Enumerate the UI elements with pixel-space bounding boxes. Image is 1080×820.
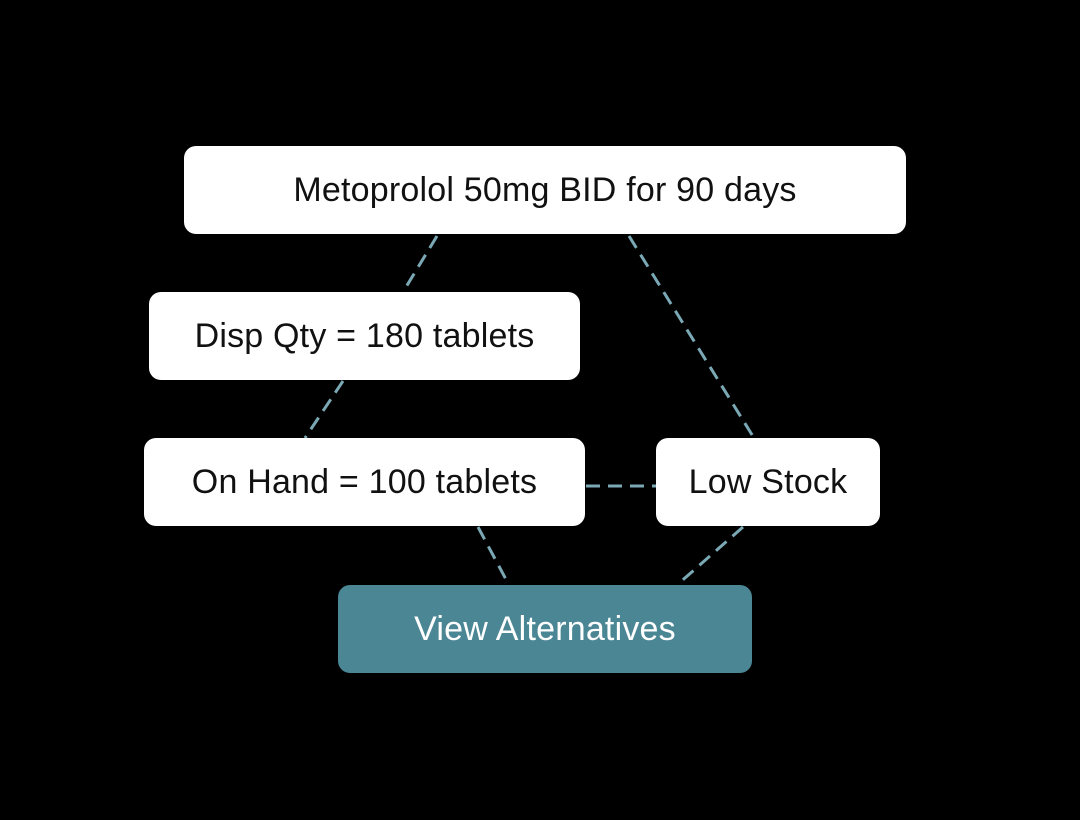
dispense-qty-node: Disp Qty = 180 tablets: [149, 292, 580, 380]
edge-dispense-qty-to-on-hand: [303, 380, 345, 439]
dispense-qty-label: Disp Qty = 180 tablets: [194, 316, 535, 355]
prescription-node: Metoprolol 50mg BID for 90 days: [184, 146, 906, 234]
prescription-label: Metoprolol 50mg BID for 90 days: [293, 170, 797, 209]
on-hand-node: On Hand = 100 tablets: [144, 438, 585, 526]
edge-on-hand-to-view-alternatives: [476, 526, 511, 586]
on-hand-label: On Hand = 100 tablets: [191, 462, 538, 501]
low-stock-node: Low Stock: [656, 438, 880, 526]
view-alternatives-button[interactable]: View Alternatives: [338, 585, 752, 673]
view-alternatives-label: View Alternatives: [414, 609, 676, 648]
edge-prescription-to-dispense-qty: [401, 235, 439, 293]
edge-low-stock-to-view-alternatives: [676, 525, 744, 587]
edge-prescription-to-low-stock: [627, 235, 756, 439]
low-stock-label: Low Stock: [688, 462, 848, 501]
